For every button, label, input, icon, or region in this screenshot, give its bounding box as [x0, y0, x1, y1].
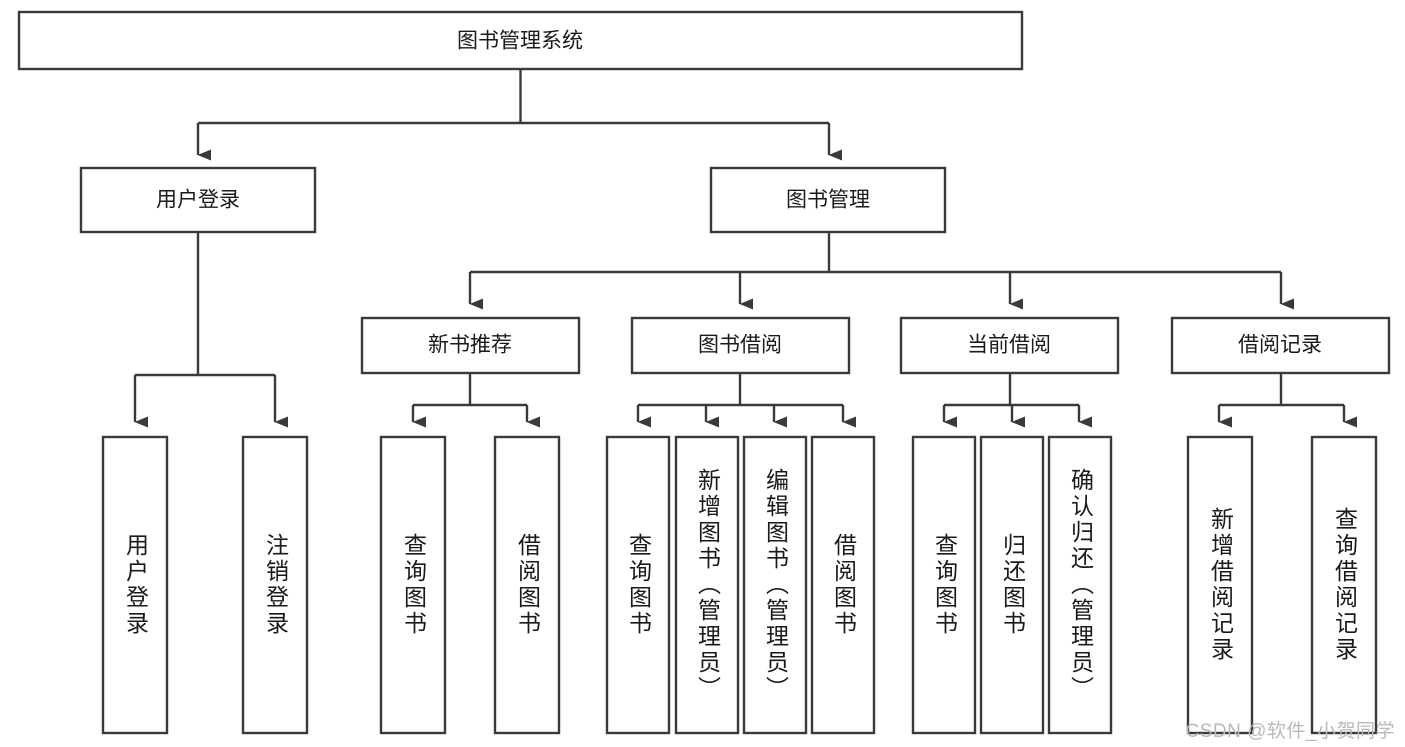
node-book-management[interactable]: 图书管理	[709, 166, 947, 234]
node-book-borrow-label: 图书借阅	[698, 334, 782, 357]
connector-group-current-borrow	[942, 373, 1092, 428]
connector-group-new-book	[411, 373, 540, 428]
node-new-book-recommend[interactable]: 新书推荐	[360, 316, 581, 375]
node-current-borrow-label: 当前借阅	[967, 334, 1051, 357]
node-root-label: 图书管理系统	[457, 30, 583, 53]
leaf-box-book-borrow-4[interactable]	[810, 435, 876, 735]
leaf-box-borrow-record-1[interactable]	[1186, 435, 1254, 735]
connector-group-book-management	[468, 232, 1294, 310]
node-root[interactable]: 图书管理系统	[17, 10, 1024, 71]
node-book-borrow[interactable]: 图书借阅	[630, 316, 851, 375]
node-current-borrow[interactable]: 当前借阅	[899, 316, 1120, 375]
node-user-login[interactable]: 用户登录	[79, 166, 317, 234]
connector-group-user-login	[133, 232, 288, 428]
leaf-box-new-book-2[interactable]	[493, 435, 561, 735]
leaf-box-book-borrow-3[interactable]	[742, 435, 808, 735]
leaf-box-user-login-1[interactable]	[101, 435, 169, 735]
connector-group-root	[196, 69, 842, 161]
connector-group-book-borrow	[636, 373, 856, 428]
node-borrow-record-label: 借阅记录	[1238, 334, 1322, 357]
leaf-box-borrow-record-2[interactable]	[1310, 435, 1378, 735]
node-book-management-label: 图书管理	[786, 189, 870, 212]
leaf-box-book-borrow-2[interactable]	[674, 435, 740, 735]
leaf-box-user-login-2[interactable]	[241, 435, 309, 735]
connector-group-borrow-record	[1217, 373, 1357, 428]
leaf-box-current-borrow-1[interactable]	[911, 435, 977, 735]
leaf-box-current-borrow-3[interactable]	[1047, 435, 1113, 735]
node-user-login-label: 用户登录	[156, 189, 240, 212]
leaf-box-book-borrow-1[interactable]	[605, 435, 671, 735]
csdn-watermark: CSDN @软件_小贺同学	[1185, 721, 1395, 742]
leaf-box-current-borrow-2[interactable]	[979, 435, 1045, 735]
leaf-box-new-book-1[interactable]	[379, 435, 447, 735]
node-new-book-recommend-label: 新书推荐	[428, 334, 512, 357]
leaf-boxes	[101, 435, 1378, 735]
node-borrow-record[interactable]: 借阅记录	[1170, 316, 1391, 375]
